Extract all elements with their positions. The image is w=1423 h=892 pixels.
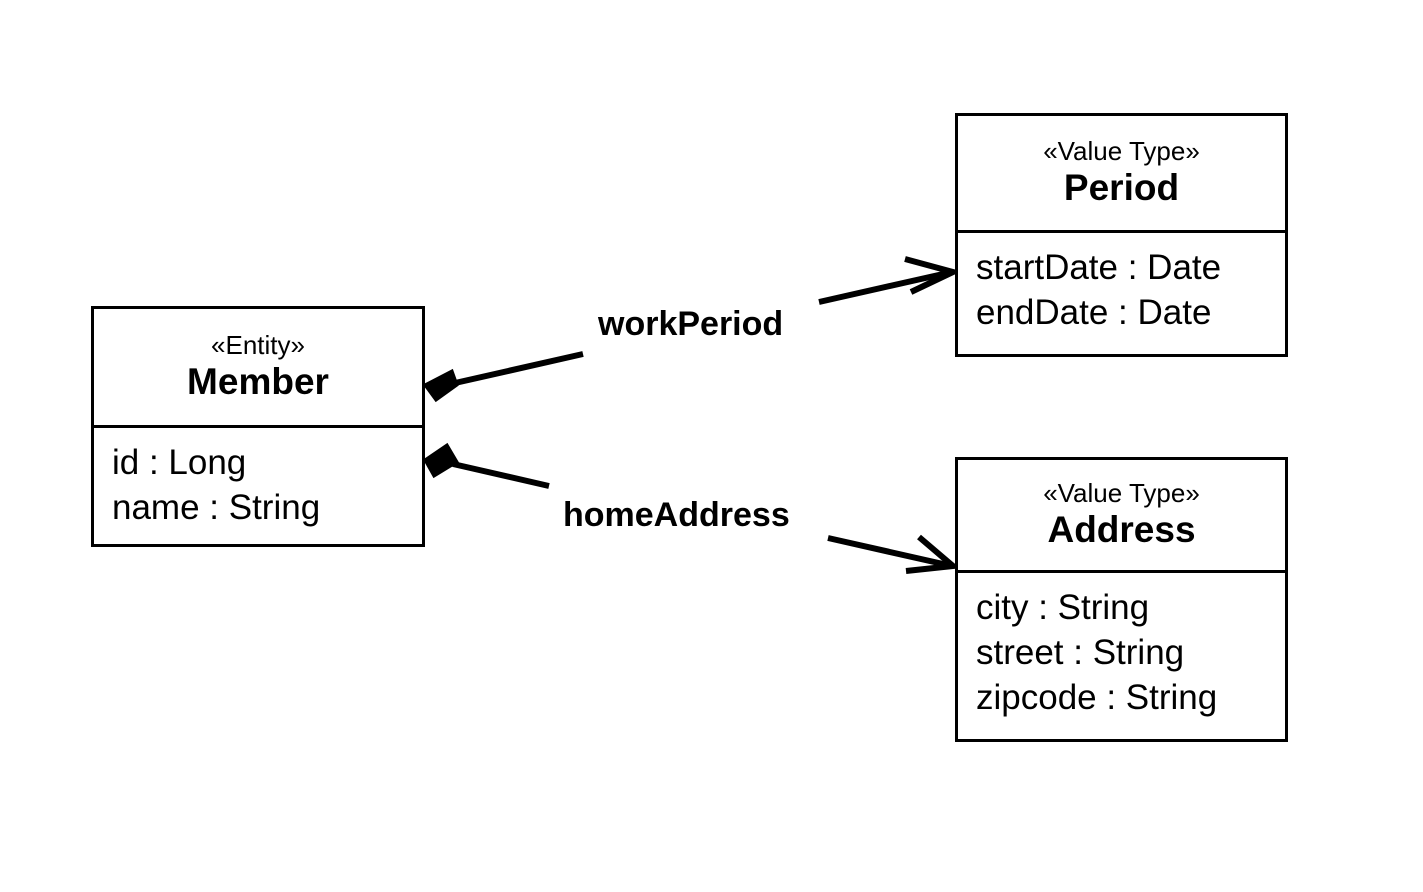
work-period-composition-diamond-icon (422, 368, 459, 403)
home-address-line-right (827, 535, 953, 569)
class-attribute-row: street : String (976, 633, 1185, 672)
class-box-address[interactable]: «Value Type» Address city : String stree… (955, 457, 1288, 742)
class-header-address: «Value Type» Address (958, 460, 1285, 573)
class-name-address: Address (1047, 509, 1196, 551)
class-header-member: «Entity» Member (94, 309, 422, 428)
class-stereotype-member: «Entity» (211, 330, 305, 361)
association-label-work-period: workPeriod (598, 305, 784, 343)
association-work-period[interactable] (422, 256, 962, 403)
class-box-period[interactable]: «Value Type» Period startDate : Date end… (955, 113, 1288, 357)
class-attribute-row: endDate : Date (976, 293, 1212, 332)
home-address-open-arrow-icon (905, 534, 961, 574)
class-attribute-row: city : String (976, 588, 1150, 627)
class-box-member[interactable]: «Entity» Member id : Long name : String (91, 306, 425, 547)
class-attributes-period: startDate : Date endDate : Date (958, 233, 1285, 335)
work-period-line-right (818, 269, 953, 305)
class-name-member: Member (187, 361, 329, 403)
association-label-home-address: homeAddress (563, 496, 790, 534)
class-stereotype-address: «Value Type» (1043, 478, 1200, 509)
class-stereotype-period: «Value Type» (1043, 136, 1200, 167)
association-home-address[interactable] (423, 442, 961, 574)
class-attribute-row: name : String (112, 488, 321, 527)
class-attributes-address: city : String street : String zipcode : … (958, 573, 1285, 720)
class-header-period: «Value Type» Period (958, 116, 1285, 233)
class-name-period: Period (1063, 167, 1180, 209)
class-attribute-row: startDate : Date (976, 248, 1222, 287)
home-address-line-left (452, 461, 550, 489)
home-address-composition-diamond-icon (423, 442, 460, 479)
class-attributes-member: id : Long name : String (94, 428, 422, 530)
class-attribute-row: zipcode : String (976, 678, 1218, 717)
class-attribute-row: id : Long (112, 443, 247, 482)
work-period-open-arrow-icon (904, 256, 962, 295)
work-period-line-left (454, 351, 584, 386)
